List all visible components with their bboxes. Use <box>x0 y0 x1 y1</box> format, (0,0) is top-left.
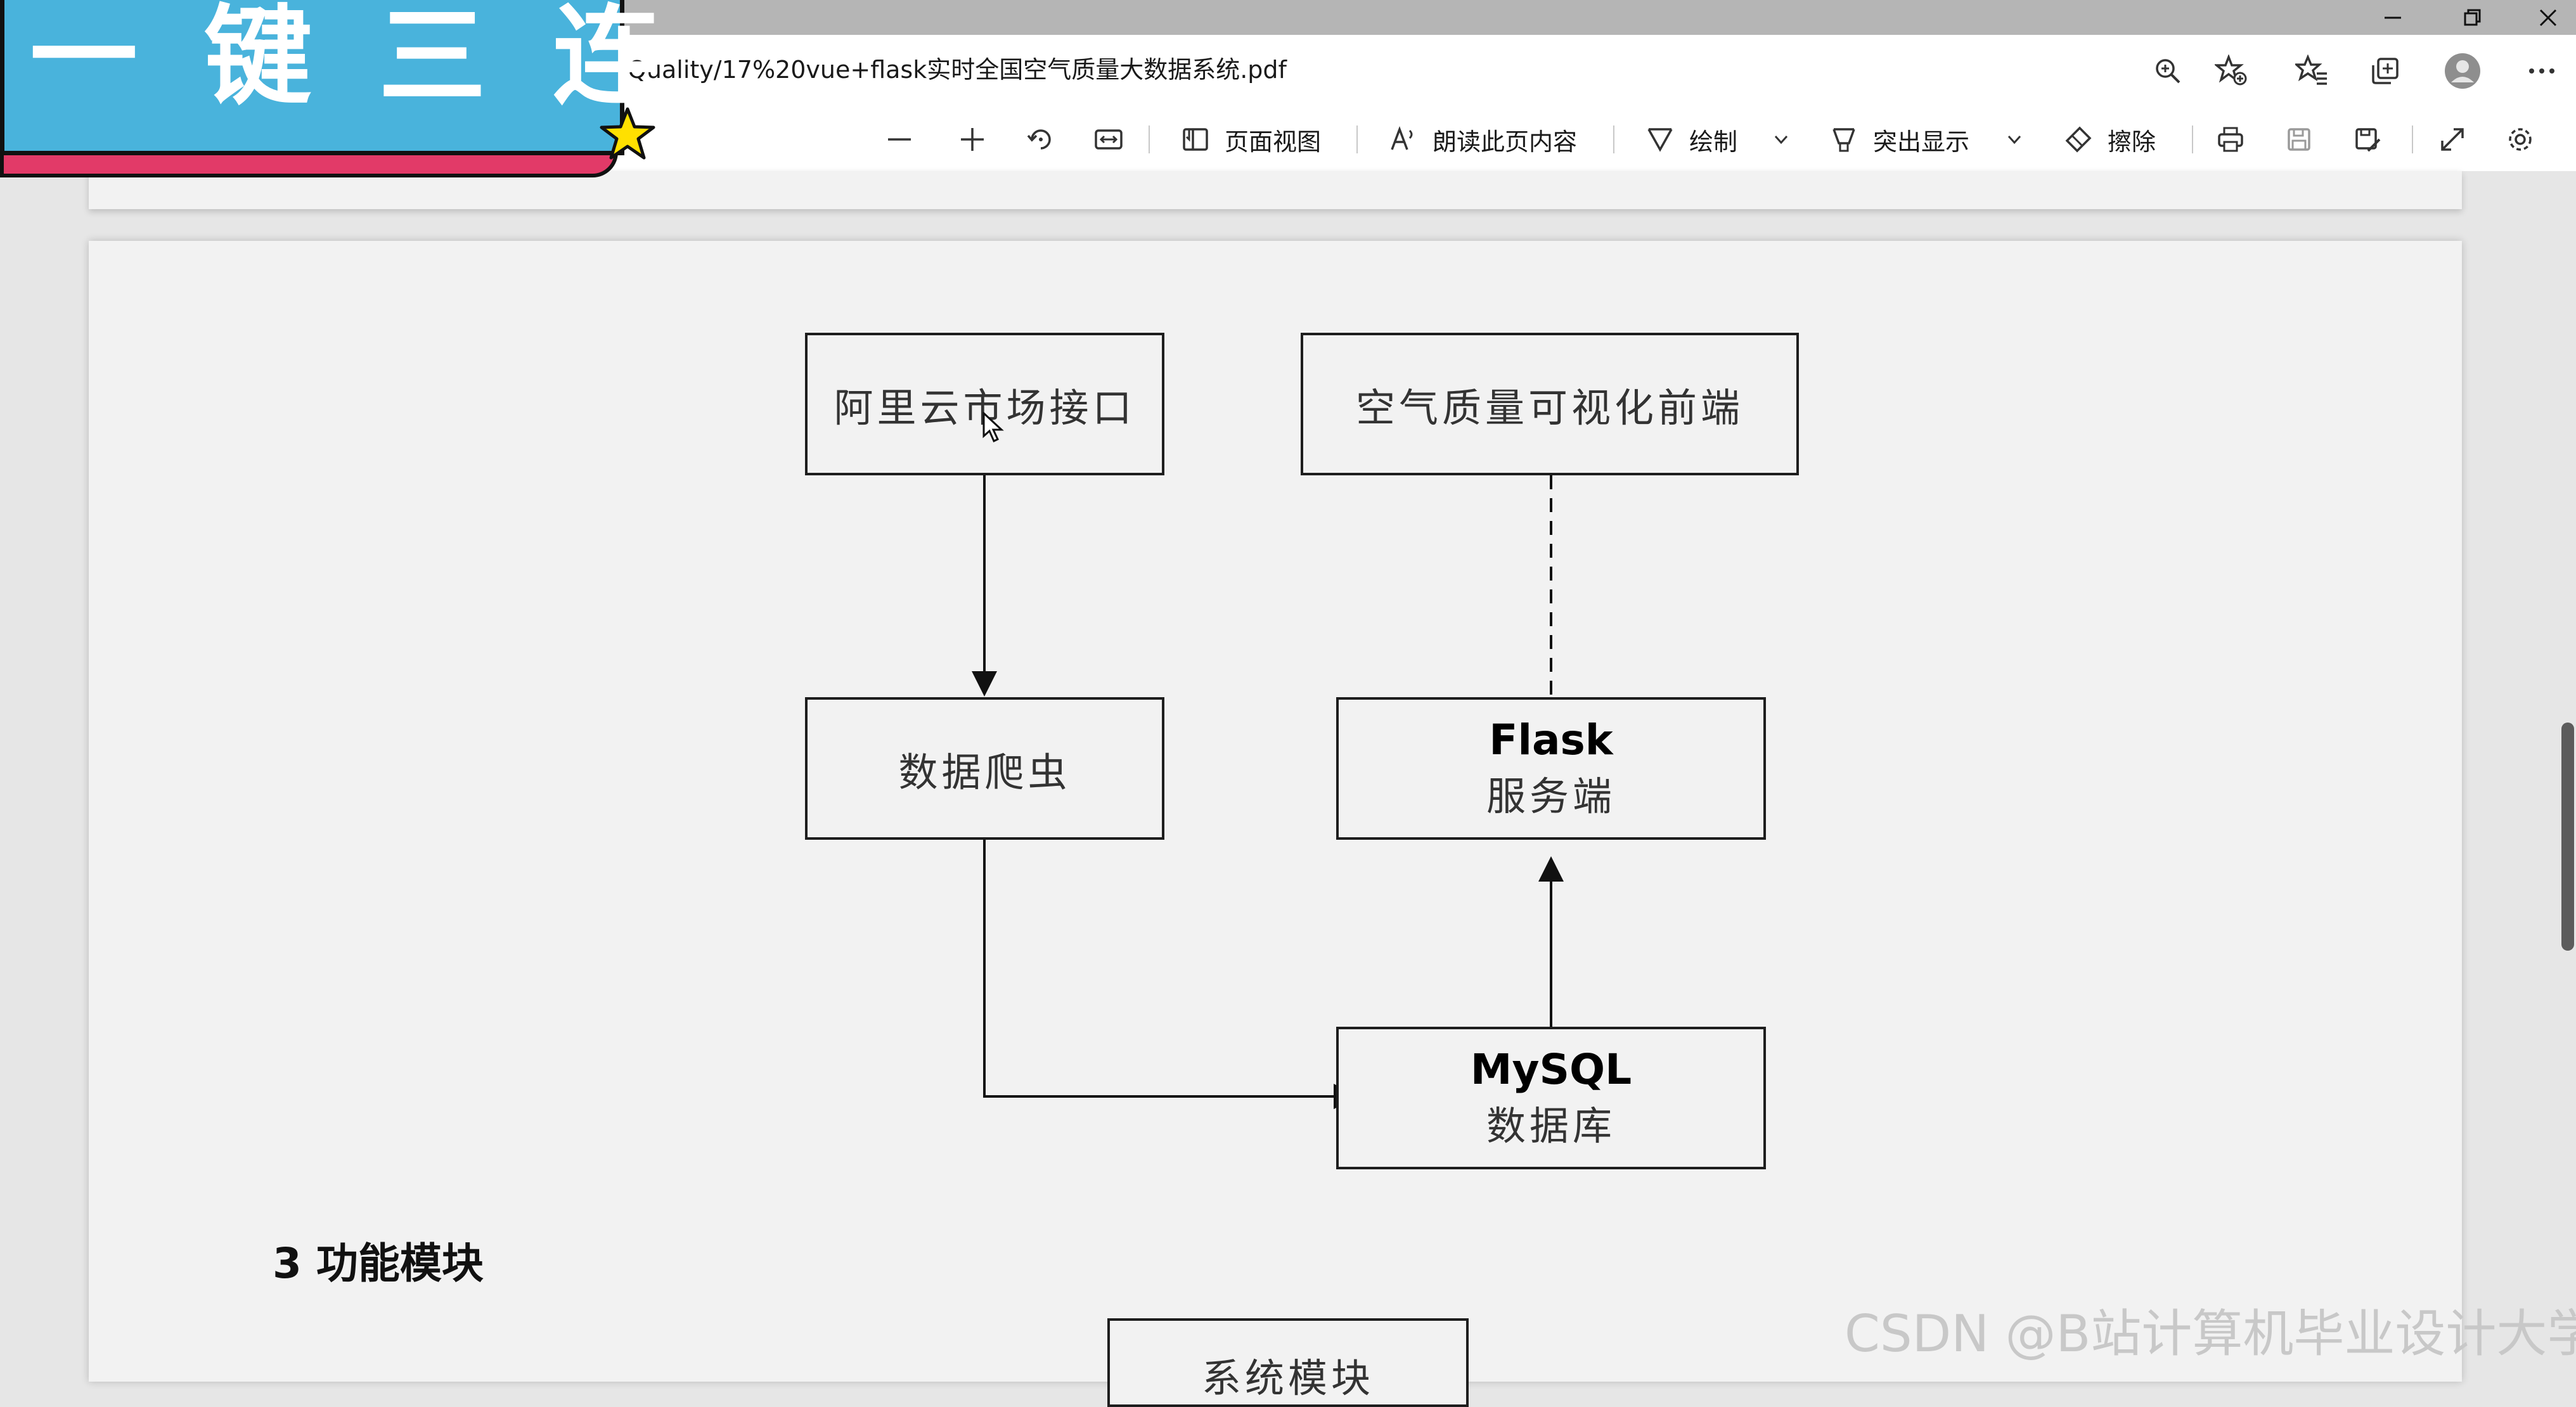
profile-icon <box>2445 53 2480 89</box>
minimize-button[interactable] <box>2355 0 2431 35</box>
more-button[interactable] <box>2520 49 2564 93</box>
node-mysql-title: MySQL <box>1470 1045 1632 1094</box>
node-crawler: 数据爬虫 <box>805 697 1164 840</box>
restore-button[interactable] <box>2434 0 2510 35</box>
save-button[interactable] <box>2284 117 2314 162</box>
page-view-label: 页面视图 <box>1225 127 1322 156</box>
node-system-label: 系统模块 <box>1201 1355 1374 1401</box>
zoom-button[interactable] <box>2146 49 2190 93</box>
favorites-button[interactable] <box>2289 49 2334 93</box>
favorite-add-button[interactable] <box>2209 49 2253 93</box>
node-flask-sub: 服务端 <box>1486 773 1616 819</box>
draw-button[interactable]: 绘制 <box>1645 117 1737 162</box>
toolbar-divider <box>1149 125 1150 153</box>
zoom-in-icon <box>961 128 984 151</box>
mouse-cursor-icon <box>982 412 1004 443</box>
node-flask: Flask 服务端 <box>1336 697 1766 840</box>
zoom-icon <box>2156 59 2180 84</box>
close-icon <box>2539 9 2557 26</box>
arrow-crawler-to-mysql <box>983 840 1359 1109</box>
toolbar-divider <box>1356 125 1358 153</box>
erase-label: 擦除 <box>2108 127 2156 156</box>
page-view-button[interactable]: 页面视图 <box>1180 117 1321 162</box>
highlight-icon <box>1832 128 1855 152</box>
minimize-icon <box>2385 16 2401 18</box>
node-crawler-label: 数据爬虫 <box>898 748 1071 795</box>
highlight-options-button[interactable] <box>2005 117 2024 162</box>
rotate-button[interactable] <box>1026 117 1056 162</box>
favorites-icon <box>2295 55 2327 85</box>
fullscreen-button[interactable] <box>2437 117 2468 162</box>
favorite-add-icon <box>2215 55 2247 86</box>
banner-text: 一键三连 <box>30 0 728 120</box>
node-aliyun-label: 阿里云市场接口 <box>834 384 1136 431</box>
chevron-down-icon <box>1774 135 1788 145</box>
highlight-button[interactable]: 突出显示 <box>1829 117 1969 162</box>
node-mysql: MySQL 数据库 <box>1336 1027 1766 1169</box>
settings-button[interactable] <box>2505 117 2535 162</box>
watermark: CSDN @B站计算机毕业设计大学 <box>1845 1304 2576 1363</box>
star-icon <box>600 107 655 160</box>
node-frontend: 空气质量可视化前端 <box>1301 333 1799 475</box>
print-button[interactable] <box>2215 117 2246 162</box>
draw-options-button[interactable] <box>1772 117 1791 162</box>
erase-icon <box>2065 126 2092 153</box>
profile-button[interactable] <box>2440 49 2485 93</box>
pdf-page: 阿里云市场接口 空气质量可视化前端 数据爬虫 Flask 服务端 MySQL 数… <box>89 241 2462 1407</box>
draw-icon <box>1647 128 1673 152</box>
toolbar-divider <box>2192 125 2193 153</box>
overlay-banner: 一键三连 <box>0 0 660 155</box>
erase-button[interactable]: 擦除 <box>2063 117 2156 162</box>
read-aloud-button[interactable]: 朗读此页内容 <box>1388 117 1577 162</box>
close-button[interactable] <box>2510 0 2576 35</box>
node-frontend-label: 空气质量可视化前端 <box>1355 384 1744 431</box>
zoom-out-button[interactable] <box>884 117 915 162</box>
print-icon <box>2218 127 2243 152</box>
node-mysql-sub: 数据库 <box>1486 1103 1616 1149</box>
rotate-icon <box>1027 129 1051 150</box>
settings-icon <box>2509 128 2532 151</box>
collections-icon <box>2372 58 2399 84</box>
node-flask-title: Flask <box>1489 716 1613 764</box>
fit-width-icon <box>1095 129 1123 150</box>
previous-page <box>89 171 2462 209</box>
read-aloud-label: 朗读此页内容 <box>1433 127 1578 156</box>
zoom-out-icon <box>888 138 911 141</box>
node-system-module: 系统模块 <box>1107 1318 1469 1407</box>
save-as-icon <box>2355 128 2381 152</box>
address-url[interactable]: Quality/17%20vue+flask实时全国空气质量大数据系统.pdf <box>628 56 1287 84</box>
toolbar-divider <box>1613 125 1614 153</box>
restore-icon <box>2464 9 2481 25</box>
section-heading: 3 功能模块 <box>273 1239 484 1288</box>
save-icon <box>2288 128 2310 151</box>
chevron-down-icon <box>2007 135 2021 145</box>
toolbar-divider <box>2412 125 2413 153</box>
draw-label: 绘制 <box>1689 127 1738 156</box>
node-aliyun-api: 阿里云市场接口 <box>805 333 1164 475</box>
scrollbar-thumb[interactable] <box>2561 723 2574 951</box>
collections-button[interactable] <box>2363 49 2407 93</box>
page-view-icon <box>1183 128 1208 151</box>
read-aloud-icon <box>1391 126 1413 150</box>
more-icon <box>2529 68 2554 74</box>
save-as-button[interactable] <box>2352 117 2382 162</box>
fullscreen-icon <box>2441 128 2464 151</box>
fit-width-button[interactable] <box>1093 117 1124 162</box>
zoom-in-button[interactable] <box>957 117 988 162</box>
highlight-label: 突出显示 <box>1873 127 1970 156</box>
diagram-connectors <box>972 475 1564 1109</box>
